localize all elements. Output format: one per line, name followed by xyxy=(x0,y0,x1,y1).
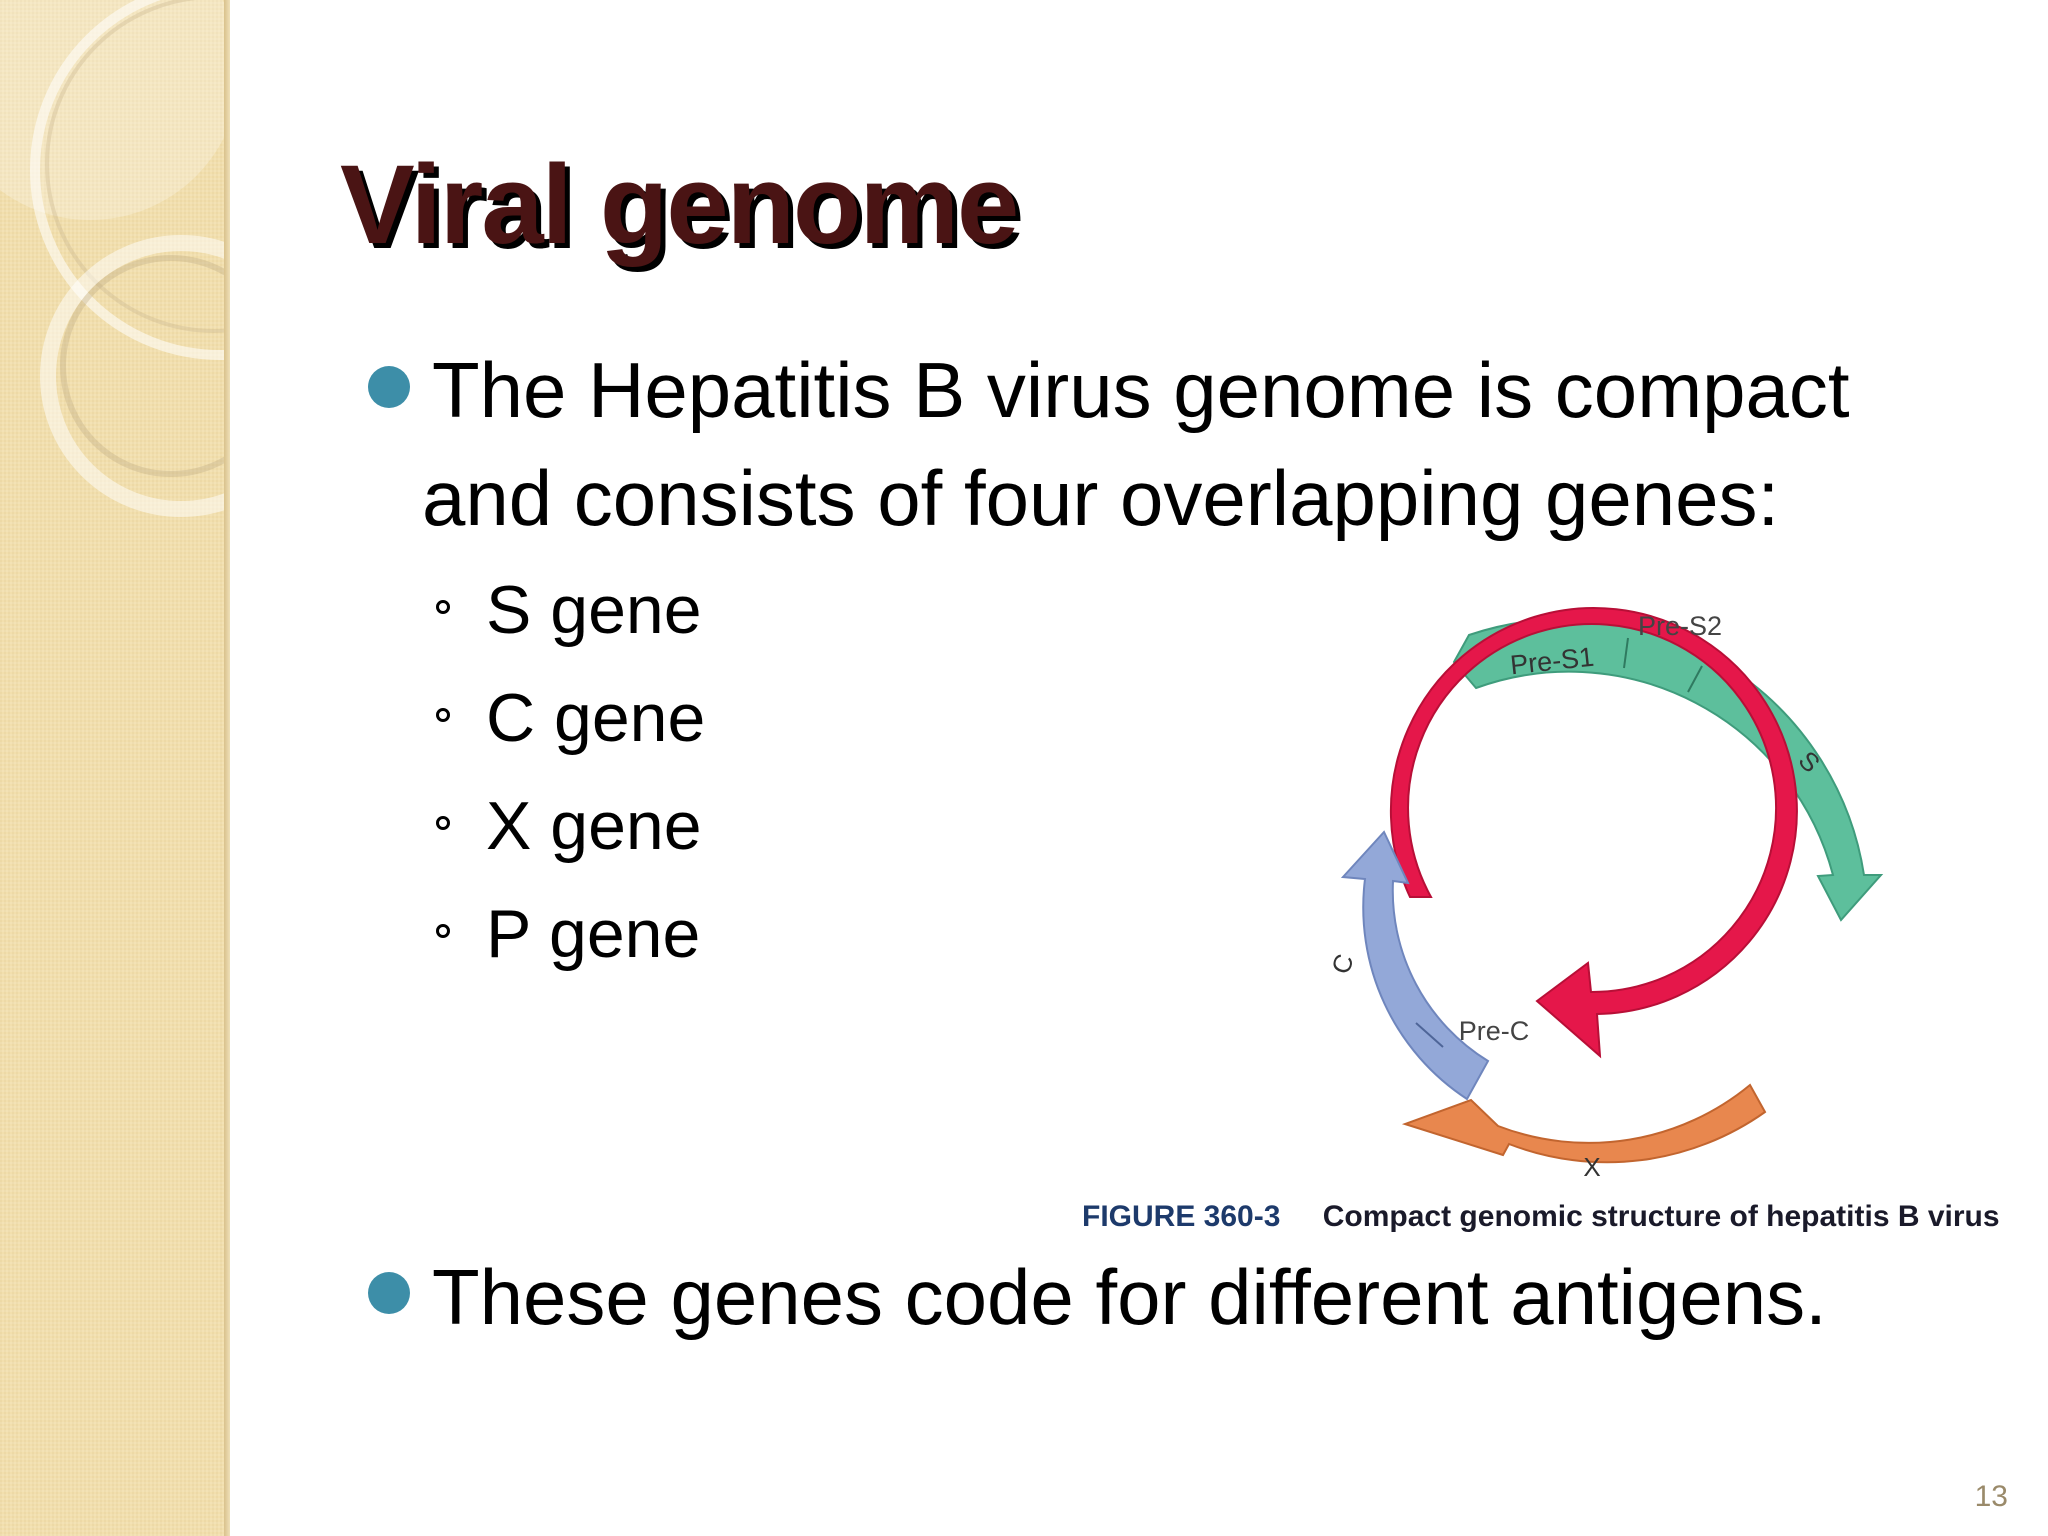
gene-label: P gene xyxy=(486,896,701,972)
sidebar-edge xyxy=(224,0,230,1536)
figure-number: FIGURE 360-3 xyxy=(1082,1200,1281,1233)
sub-bullet-circle xyxy=(436,708,450,722)
x-gene-arc xyxy=(1401,1083,1767,1164)
figure-caption: FIGURE 360-3 Compact genomic structure o… xyxy=(1082,1200,2000,1234)
bullet-dot xyxy=(368,1272,410,1314)
sub-bullet-circle xyxy=(436,924,450,938)
sub-bullet-circle xyxy=(436,600,450,614)
decorative-sidebar xyxy=(0,0,228,1536)
slide-title: Viral genome xyxy=(340,142,1019,267)
gene-label: S gene xyxy=(486,572,702,648)
x-gene-label: X xyxy=(1583,1152,1600,1182)
p-gene-arc xyxy=(1389,607,1798,1059)
page-number: 13 xyxy=(1974,1480,2008,1513)
gene-label: X gene xyxy=(486,788,702,864)
hbv-genome-diagram: Pre-S1 Pre-S2 S P C Pre-C X xyxy=(1325,607,1884,1182)
bullet-1-text-line-1: The Hepatitis B virus genome is compact xyxy=(432,346,1850,434)
bullet-2-text: These genes code for different antigens. xyxy=(432,1253,1827,1341)
c-gene-arc xyxy=(1340,830,1490,1101)
bullet-1-text-line-2: and consists of four overlapping genes: xyxy=(422,454,1780,542)
sub-bullet-circle xyxy=(436,816,450,830)
c-gene-label: C xyxy=(1325,950,1360,978)
bullet-dot xyxy=(368,366,410,408)
figure-caption-text: Compact genomic structure of hepatitis B… xyxy=(1322,1200,2000,1233)
gene-label: C gene xyxy=(486,680,706,756)
p-gene-label: P xyxy=(1686,734,1697,753)
pre-c-label: Pre-C xyxy=(1459,1016,1530,1046)
pre-s2-label: Pre-S2 xyxy=(1638,611,1722,641)
